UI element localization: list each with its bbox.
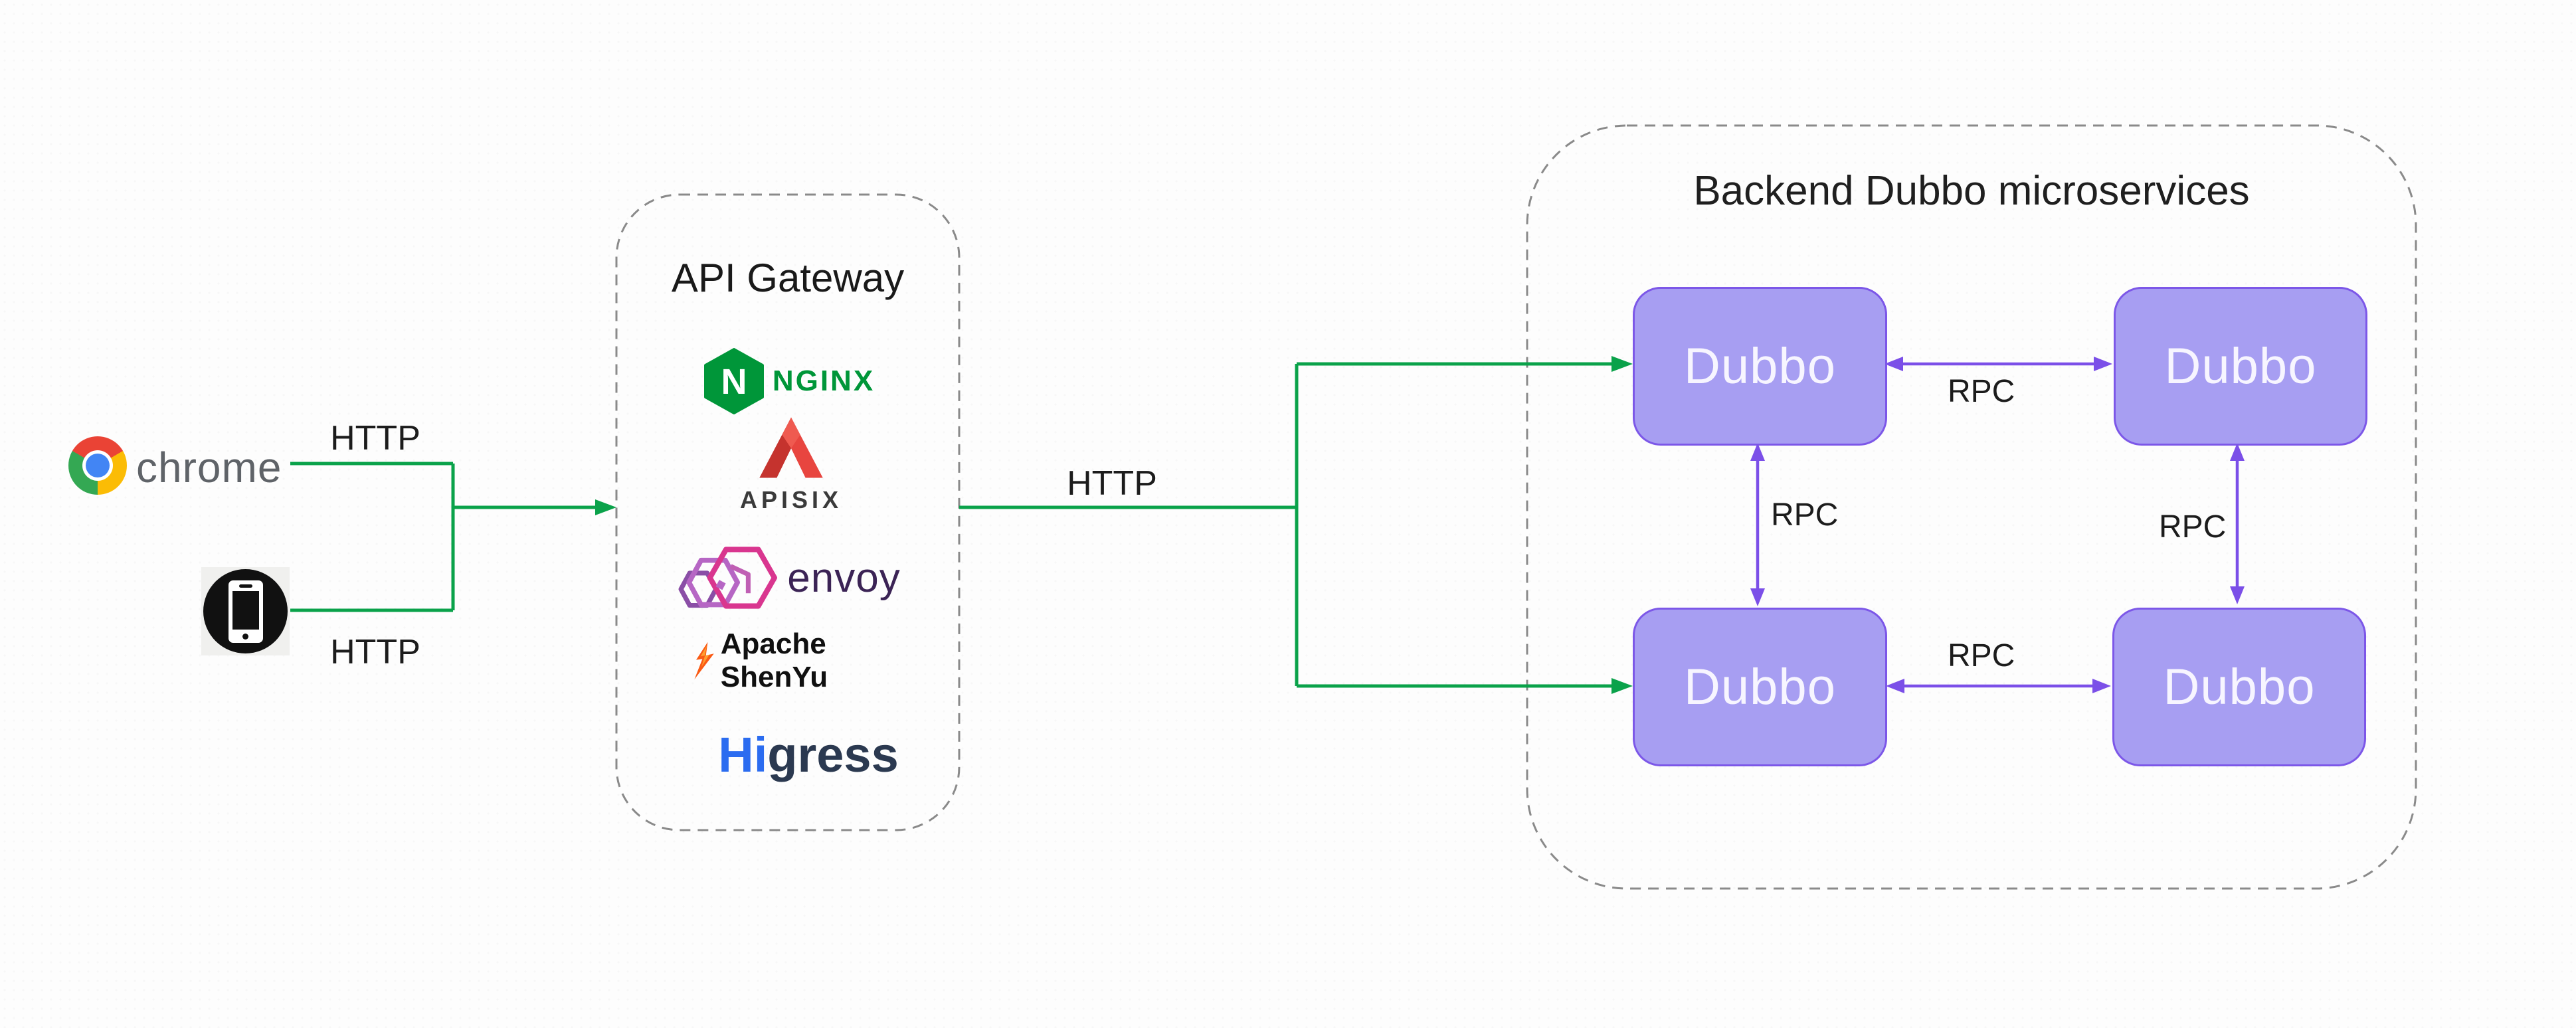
envoy-hexagons-icon [678,547,778,609]
chrome-logo-center [86,454,110,477]
dubbo-node-label: Dubbo [1684,659,1836,715]
envoy-wordmark: envoy [787,555,901,601]
phone-speaker [238,584,252,588]
http-label-top: HTTP [330,419,420,458]
rpc-label-right: RPC [2159,509,2227,545]
dubbo-node-label: Dubbo [2164,338,2317,394]
rpc-arrowheads [1750,357,2245,693]
http-arrowheads [595,356,1633,694]
higress-wordmark-gress: gress [767,727,899,782]
nginx-wordmark: NGINX [772,365,875,397]
nginx-logo: N NGINX [691,344,885,418]
smartphone-glyph [228,580,263,643]
rpc-lines [1756,362,2239,688]
apisix-logo: APISIX [721,414,861,514]
api-gateway-container [615,193,961,831]
shenyu-flame-icon [694,642,714,680]
svg-text:N: N [721,362,747,402]
rpc-label-left: RPC [1771,497,1839,533]
dubbo-node-label: Dubbo [2163,659,2316,715]
http-lines [290,362,1614,688]
mobile-device-icon [201,567,290,655]
dubbo-node-top-right: Dubbo [2114,287,2367,446]
api-gateway-title: API Gateway [671,256,905,300]
envoy-logo: envoy [675,538,904,618]
nginx-hexagon-icon: N [703,348,764,414]
http-label-middle: HTTP [1067,464,1157,503]
chrome-label: chrome [136,444,282,491]
http-label-bottom: HTTP [330,633,420,671]
rpc-label-bottom: RPC [1948,638,2015,673]
backend-title: Backend Dubbo microservices [1693,168,2250,214]
dubbo-node-label: Dubbo [1684,338,1836,394]
dubbo-node-bottom-left: Dubbo [1633,608,1887,766]
apisix-mark-icon [759,417,823,478]
phone-screen [232,590,259,630]
backend-container [1526,124,2417,890]
dubbo-node-top-left: Dubbo [1633,287,1887,446]
phone-home-button [242,633,248,640]
chrome-logo [68,436,127,495]
apache-shenyu-logo: Apache ShenYu [693,628,923,693]
apisix-wordmark: APISIX [739,486,843,513]
higress-wordmark-hi: Hi [718,727,768,782]
dubbo-node-bottom-right: Dubbo [2112,608,2366,766]
apache-shenyu-wordmark: Apache ShenYu [720,628,828,693]
rpc-label-top: RPC [1948,374,2015,409]
